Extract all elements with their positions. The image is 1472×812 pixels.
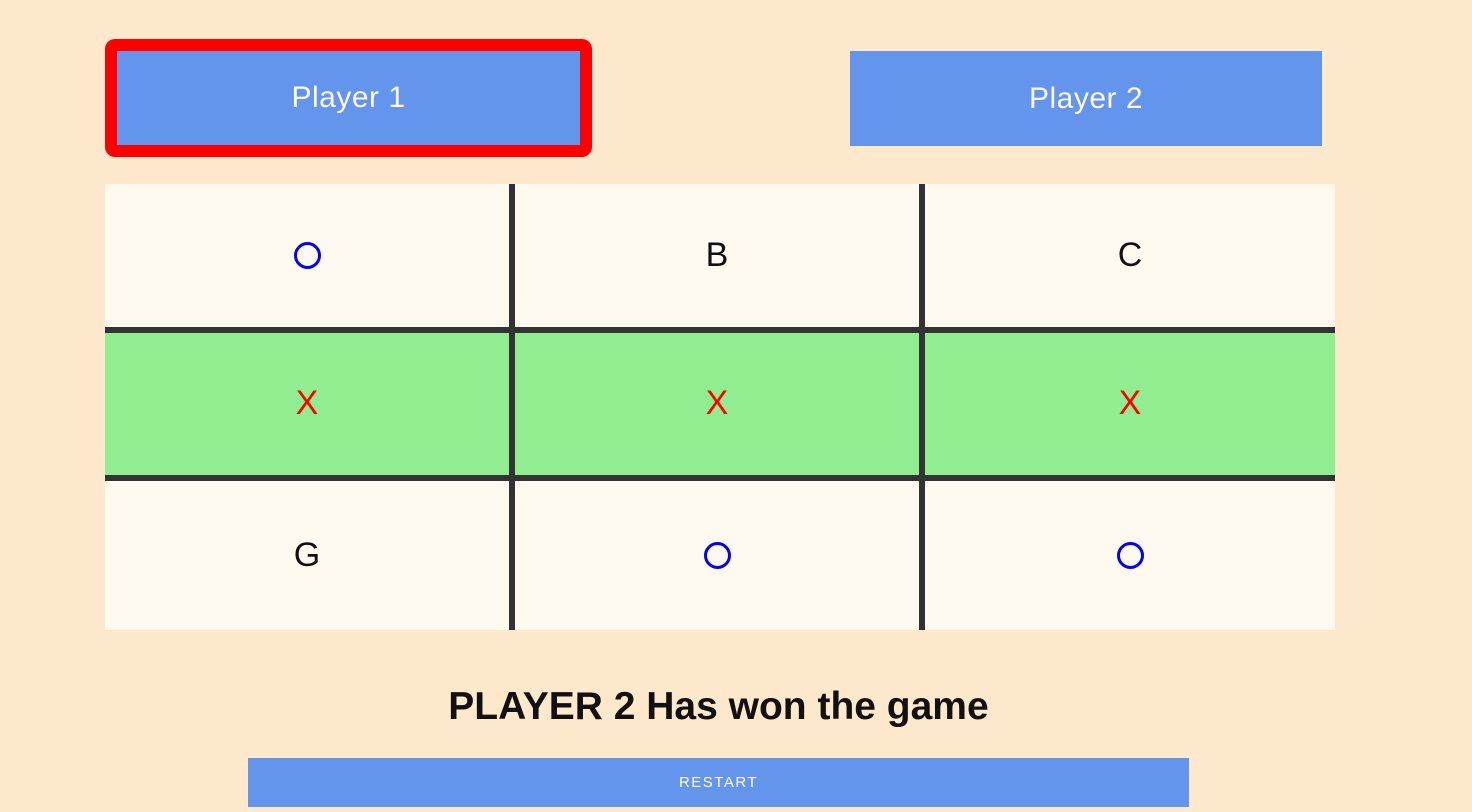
- o-mark-icon: [703, 542, 731, 570]
- player1-button[interactable]: Player 1: [117, 51, 580, 145]
- cell-letter: G: [293, 536, 321, 575]
- board-cell-1[interactable]: B: [515, 184, 925, 333]
- board-cell-5[interactable]: X: [925, 332, 1335, 482]
- board-cell-8[interactable]: [925, 481, 1335, 630]
- board-cell-0[interactable]: [105, 184, 515, 333]
- cell-letter: B: [705, 235, 729, 274]
- restart-button[interactable]: RESTART: [248, 758, 1189, 807]
- board-cell-3[interactable]: X: [105, 332, 515, 482]
- x-mark: X: [1118, 384, 1142, 423]
- player1-active-highlight: Player 1: [105, 39, 592, 157]
- game-board: B C X X X G: [105, 184, 1335, 630]
- board-cell-7[interactable]: [515, 481, 925, 630]
- board-cell-4[interactable]: X: [515, 332, 925, 482]
- board-cell-2[interactable]: C: [925, 184, 1335, 333]
- o-mark-icon: [1116, 542, 1144, 570]
- o-mark-icon: [293, 241, 321, 269]
- winner-message: PLAYER 2 Has won the game: [448, 685, 989, 728]
- cell-letter: C: [1117, 235, 1143, 274]
- x-mark: X: [295, 384, 319, 423]
- player2-button[interactable]: Player 2: [850, 51, 1322, 146]
- board-cell-6[interactable]: G: [105, 481, 515, 630]
- x-mark: X: [705, 384, 729, 423]
